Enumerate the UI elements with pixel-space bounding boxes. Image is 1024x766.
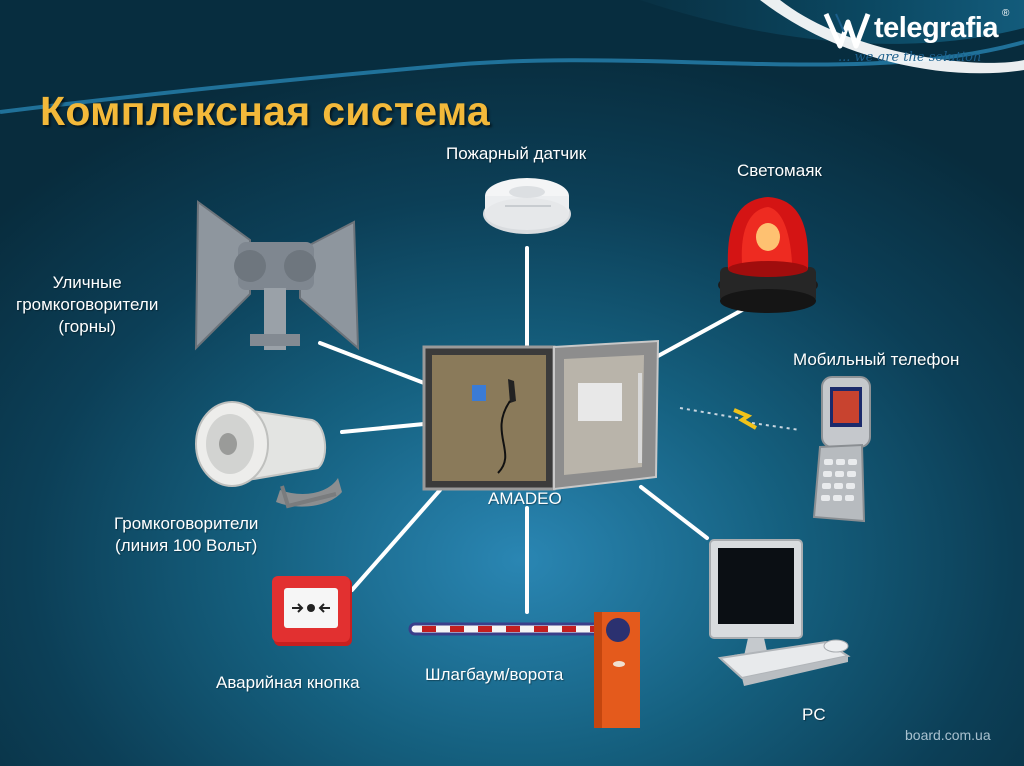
beacon-label: Светомаяк	[737, 161, 822, 180]
smoke-detector-icon	[483, 178, 571, 234]
barrier-label: Шлагбаум/ворота	[425, 665, 564, 684]
cabinet-icon	[422, 339, 660, 491]
line-beacon	[656, 301, 757, 358]
lightning-icon	[733, 408, 757, 430]
logo-mark-icon	[823, 12, 871, 49]
mobile-label: Мобильный телефон	[793, 350, 960, 369]
logo-registered-mark: ®	[1002, 8, 1010, 19]
call-point-icon	[272, 576, 352, 646]
computer-icon	[709, 539, 851, 686]
speakers-100v-label-line1: Громкоговорители	[114, 514, 259, 533]
pc-label: PC	[802, 705, 826, 724]
beacon-icon	[718, 197, 818, 313]
street-speakers-label: Уличные громкоговорители (горны)	[16, 272, 158, 338]
street-speakers-label-line2: громкоговорители	[16, 295, 159, 314]
line-pc	[639, 485, 709, 540]
line-speakers-100v	[340, 422, 426, 434]
emergency-button-label: Аварийная кнопка	[216, 673, 360, 692]
slide-title: Комплексная система	[40, 88, 491, 134]
hub-label: AMADEO	[488, 489, 562, 508]
logo-text: telegrafia	[874, 12, 998, 44]
watermark: board.com.ua	[905, 727, 991, 743]
fire-detector-label: Пожарный датчик	[446, 144, 587, 163]
logo-tagline: ... we are the solution	[838, 50, 982, 65]
street-speakers-label-line3: (горны)	[58, 317, 116, 336]
amadeo-cabinet	[422, 339, 660, 491]
wireless-link	[679, 407, 801, 431]
speakers-100v-label-line2: (линия 100 Вольт)	[115, 536, 258, 555]
loudspeaker-icon	[195, 401, 342, 509]
barrier-gate-icon	[408, 612, 640, 728]
line-street-speakers	[318, 341, 426, 385]
speakers-100v-label: Громкоговорители (линия 100 Вольт)	[114, 513, 258, 557]
telegrafia-logo: telegrafia ® ... we are the solution	[822, 6, 1017, 68]
horn-speaker-icon	[194, 200, 360, 351]
street-speakers-label-line1: Уличные	[52, 273, 122, 292]
line-emergency-button	[350, 488, 442, 592]
flip-phone-icon	[812, 376, 871, 523]
